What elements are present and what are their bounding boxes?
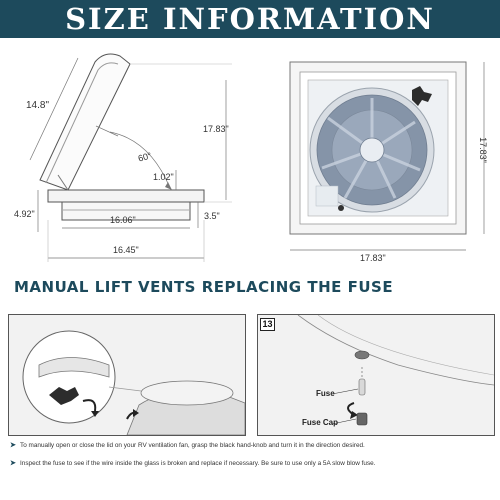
title-banner xyxy=(0,0,500,38)
side-view-drawing xyxy=(29,53,232,262)
knob-detail-icon xyxy=(49,387,79,405)
fuse-icon xyxy=(358,378,366,396)
magnifier-circle xyxy=(22,330,116,424)
fuse-cap-icon xyxy=(356,412,368,426)
bullet-arrow-icon: ➤ xyxy=(10,460,16,467)
vent-base-lower xyxy=(61,201,191,221)
vent-lid-illustration xyxy=(140,380,234,406)
note-open-close: ➤ To manually open or close the lid on yo… xyxy=(10,441,496,449)
note-open-close-text: To manually open or close the lid on you… xyxy=(20,442,365,449)
rotate-arrow-icon xyxy=(82,399,97,412)
section-heading: MANUAL LIFT VENTS REPLACING THE FUSE xyxy=(14,278,394,296)
fuse-cap-callout-label: Fuse Cap xyxy=(302,418,339,427)
step-number-badge: 13 xyxy=(260,318,275,331)
outer-width-label: 16.45" xyxy=(113,245,139,255)
switch-dot xyxy=(338,205,344,211)
lid-length-line xyxy=(29,57,79,161)
lid-hinge xyxy=(57,174,69,191)
fuse-illustration xyxy=(297,315,494,426)
base-height-label: 3.5" xyxy=(204,211,220,221)
lid-inner-edge xyxy=(45,62,119,184)
angle-arm xyxy=(95,125,119,137)
fuse-instruction-panel xyxy=(257,314,495,436)
note-fuse-text: Inspect the fuse to see if the wire insi… xyxy=(20,460,376,467)
lift-arrowhead-icon xyxy=(133,409,139,417)
lid-height-label: 1.02" xyxy=(153,172,174,182)
top-view-width-label: 17.83" xyxy=(360,253,386,263)
page-title: SIZE INFORMATION xyxy=(65,2,435,36)
zoom-connector xyxy=(108,386,142,392)
fuse-cap-callout-line xyxy=(331,418,357,425)
fan-hub xyxy=(359,137,385,163)
note-fuse: ➤ Inspect the fuse to see if the wire ins… xyxy=(10,459,496,467)
vent-base-upper xyxy=(47,189,205,203)
warning-label xyxy=(315,185,339,207)
knob-instruction-panel xyxy=(8,314,246,436)
top-view-height-label: 17.83" xyxy=(477,137,488,163)
angle-arrowhead xyxy=(165,182,172,190)
fuse-callout-label: Fuse xyxy=(316,389,335,398)
rotate-arrowhead-icon xyxy=(91,411,99,417)
fuse-holder-icon xyxy=(354,350,370,360)
inner-width-label: 16.06" xyxy=(110,215,136,225)
ceiling-curve-inner xyxy=(317,315,494,376)
fuse-callout-line xyxy=(331,388,359,395)
knob-illustration xyxy=(22,330,245,435)
angle-arc xyxy=(109,131,171,189)
vent-corner-detail xyxy=(38,357,110,378)
ceiling-curve xyxy=(297,315,494,386)
open-lid xyxy=(39,53,131,191)
total-height-label: 4.92" xyxy=(14,209,35,219)
top-view-drawing xyxy=(289,61,485,251)
bullet-arrow-icon: ➤ xyxy=(10,442,16,449)
cap-rotate-arrowhead-icon xyxy=(350,411,358,419)
overall-height-label: 17.83" xyxy=(203,124,229,134)
hand-knob-icon xyxy=(412,86,432,106)
lid-diagonal-label: 14.8" xyxy=(26,100,50,111)
